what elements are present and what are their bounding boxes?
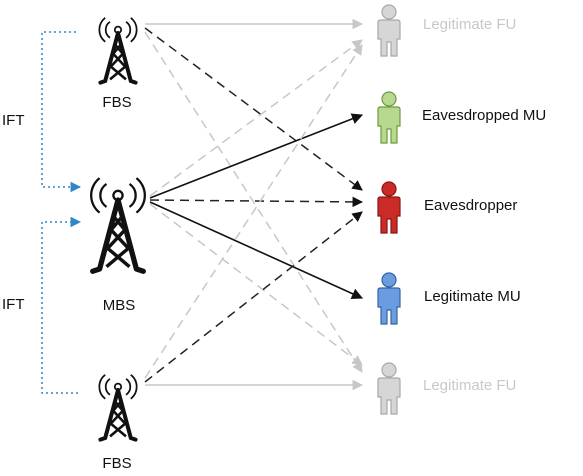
mbs-tower-icon — [90, 177, 146, 274]
fbs-bottom-tower-icon — [98, 374, 138, 442]
ift-arrow-top — [41, 31, 82, 193]
link-fbs-top-legit-fu-bottom — [144, 31, 363, 373]
link-fbs-bottom-eavesdropper — [144, 211, 363, 383]
ift-top-label: IFT — [2, 112, 25, 129]
user-legit-fu-bottom-label: Legitimate FU — [423, 377, 516, 394]
link-mbs-legit-fu-top — [149, 39, 363, 197]
user-legit-fu-bottom-icon — [377, 362, 401, 415]
fbs-top-label: FBS — [102, 94, 131, 111]
user-eavesdropped-mu-icon — [377, 91, 401, 144]
user-legit-mu-icon — [377, 272, 401, 325]
link-mbs-eavesdropped-mu — [149, 113, 364, 199]
ift-bottom-label: IFT — [2, 296, 25, 313]
link-mbs-legit-mu — [149, 201, 364, 299]
mbs-label: MBS — [103, 297, 136, 314]
link-mbs-eavesdropper — [149, 196, 364, 208]
links-fbs-top — [144, 18, 364, 373]
link-mbs-legit-fu-bottom — [149, 203, 363, 366]
ift-connectors — [41, 31, 82, 394]
user-legit-fu-top-label: Legitimate FU — [423, 16, 516, 33]
user-eavesdropped-mu-label: Eavesdropped MU — [422, 107, 546, 124]
links-fbs-bottom — [144, 44, 364, 391]
link-fbs-bottom-legit-fu-top — [144, 44, 363, 379]
user-eavesdropper-icon — [377, 181, 401, 234]
user-legit-fu-top-icon — [377, 4, 401, 57]
user-legit-mu-label: Legitimate MU — [424, 288, 521, 305]
link-fbs-top-eavesdropper — [144, 27, 363, 191]
fbs-top-tower-icon — [98, 17, 138, 85]
user-eavesdropper-label: Eavesdropper — [424, 197, 517, 214]
fbs-bottom-label: FBS — [102, 455, 131, 472]
links-mbs — [149, 39, 364, 366]
ift-arrow-bottom — [41, 216, 82, 394]
